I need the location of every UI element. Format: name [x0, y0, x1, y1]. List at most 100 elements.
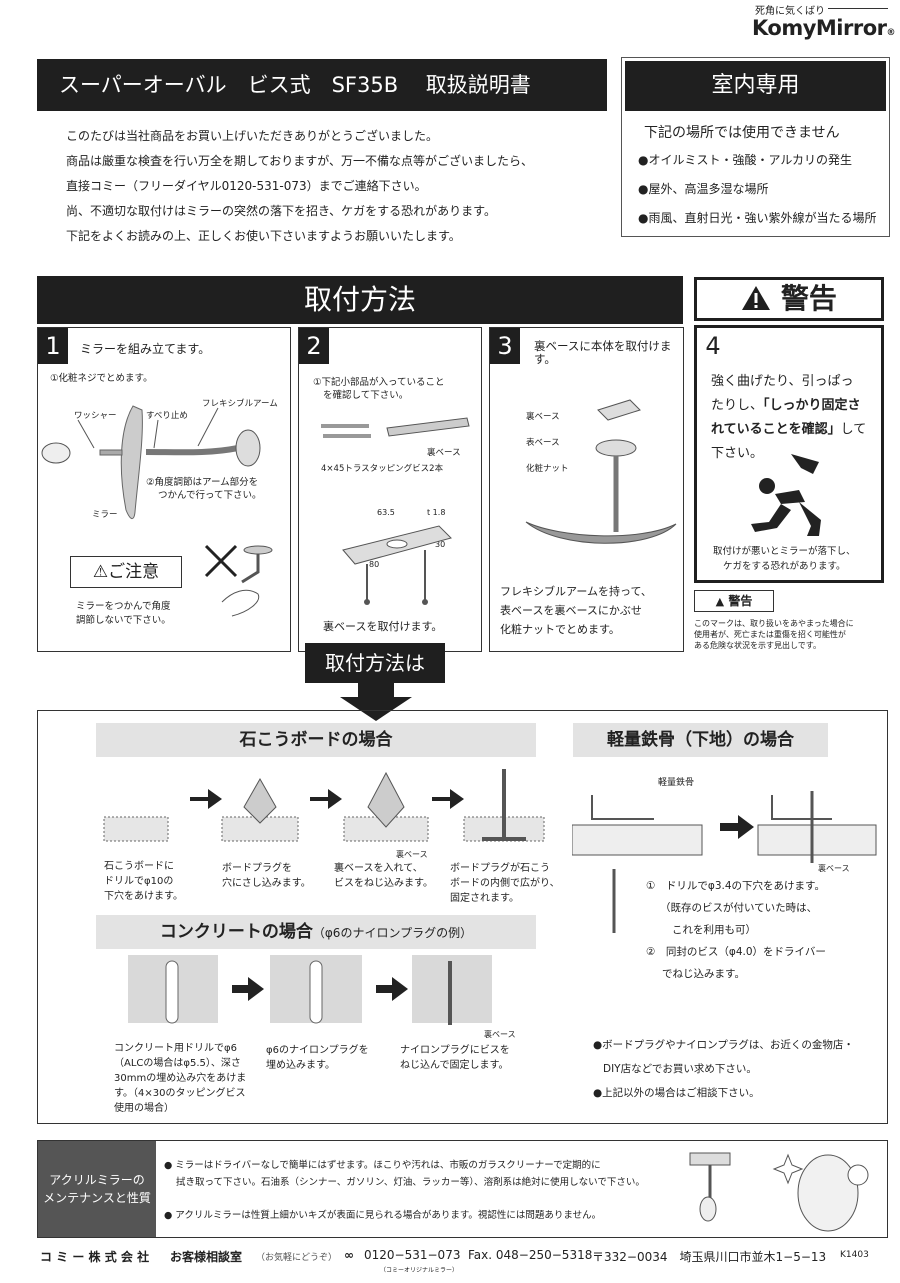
intro-line: 商品は厳重な検査を行い万全を期しておりますが、万一不備な点等がございましたら、	[66, 154, 534, 168]
steel-back-base-label: 裏ベース	[818, 864, 850, 873]
methods-banner: 取付方法は	[305, 643, 445, 683]
concrete-back-base-label: 裏ベース	[484, 1030, 516, 1039]
footer-company: コ ミ ー 株 式 会 社	[40, 1250, 150, 1264]
tagline-rule	[828, 8, 888, 9]
back-base-drawing	[342, 525, 452, 605]
parts-note-line: を確認して下さい。	[323, 390, 409, 401]
steel-label: 軽量鉄骨	[658, 778, 695, 788]
label-back-base: 裏ベース	[526, 412, 560, 422]
gypsum-caption-1: 石こうボードに ドリルでφ10の 下穴をあけます。	[104, 859, 183, 904]
caption-line: ケガをする恐れがあります。	[723, 561, 846, 572]
label-line: アクリルミラーの	[49, 1173, 145, 1187]
label-washer: ワッシャー	[74, 411, 117, 421]
dim-width: 63.5	[377, 508, 395, 517]
install-title: 取付方法	[37, 276, 683, 324]
caption-line: ドリルでφ10の	[104, 876, 174, 887]
caution-box: ⚠ご注意	[70, 556, 182, 588]
caption-line: 30mmの埋め込み穴をあけま	[114, 1073, 247, 1084]
caption-line: 固定されます。	[450, 893, 519, 904]
caption-line: 使用の場合）	[114, 1103, 174, 1114]
note-angle-line: つかんで行って下さい。	[158, 490, 262, 501]
caption-line: ナイロンプラグにビスを	[400, 1045, 510, 1056]
intro-line: このたびは当社商品をお買い上げいただきありがとうございました。	[66, 129, 439, 143]
step-1: 1 ミラーを組み立てます。 ①化粧ネジでとめます。 ワッシャー すべり止め フレ…	[37, 327, 291, 652]
caption-line: 化粧ナットでとめます。	[500, 623, 620, 636]
caption-line: 取付けが悪いとミラーが落下し、	[713, 546, 856, 557]
intro-text: このたびは当社商品をお買い上げいただきありがとうございました。 商品は厳重な検査…	[66, 124, 533, 249]
gypsum-steps-illustration	[103, 769, 545, 842]
caution-line: ミラーをつかんで角度	[76, 601, 171, 612]
caption-line: ねじ込んで固定します。	[400, 1060, 509, 1071]
mount-illustration	[525, 399, 677, 544]
freedial-icon: ∞	[344, 1248, 354, 1262]
footer-freedial: 0120−531−073	[364, 1248, 461, 1262]
indoor-title: 室内専用	[625, 61, 886, 111]
intro-line: 尚、不適切な取付けはミラーの突然の落下を招き、ケガをする恐れがあります。	[66, 204, 496, 218]
label-arm: フレキシブルアーム	[202, 399, 278, 409]
caution-title: ご注意	[108, 562, 160, 582]
text: 下さい。	[711, 446, 764, 461]
step-4: 4 強く曲げたり、引っぱっ たりし、「しっかり固定さ れていることを確認」して …	[694, 325, 884, 583]
footer-fax: Fax. 048−250−5318	[468, 1248, 593, 1262]
indoor-lead: 下記の場所では使用できません	[644, 125, 840, 141]
note-screw: ①化粧ネジでとめます。	[50, 373, 153, 384]
concrete-title: コンクリートの場合（φ6のナイロンプラグの例）	[96, 915, 536, 949]
step-4-text: 強く曲げたり、引っぱっ たりし、「しっかり固定さ れていることを確認」して 下さ…	[711, 370, 881, 466]
indoor-item: ●オイルミスト・強酸・アルカリの発生	[638, 153, 852, 167]
caution-line: 調節しないで下さい。	[76, 615, 171, 626]
concrete-title-sub: （φ6のナイロンプラグの例）	[312, 926, 473, 940]
steel-line: ① ドリルでφ3.4の下穴をあけます。	[646, 880, 825, 892]
caption-line: 埋め込みます。	[266, 1060, 335, 1071]
step-caption: 裏ベースを取付けます。	[323, 620, 443, 633]
footer-address: 〒332−0034 埼玉県川口市並木1−5−13	[592, 1250, 827, 1264]
intro-line: 下記をよくお読みの上、正しくお使い下さいますようお願いいたします。	[66, 229, 461, 243]
warning-title: 警告	[780, 282, 837, 315]
warning-header: 警告	[694, 277, 884, 321]
caption-line: ボードプラグが石こう	[450, 863, 550, 874]
caption-line: 石こうボードに	[104, 861, 174, 872]
label-stopper: すべり止め	[146, 411, 188, 421]
dim-length: 80	[369, 560, 380, 569]
concrete-caption-1: コンクリート用ドリルでφ6 （ALCの場合はφ5.5）、深さ 30mmの埋め込み…	[114, 1041, 246, 1116]
caption-line: フレキシブルアームを持って、	[500, 585, 652, 598]
warning-triangle-icon	[742, 286, 771, 310]
intro-line: 直接コミー（フリーダイヤル0120-531-073）までご連絡下さい。	[66, 179, 427, 193]
text-bold: れていることを確認」	[711, 422, 841, 437]
step-caption: フレキシブルアームを持って、 表ベースを裏ベースにかぶせ 化粧ナットでとめます。	[500, 582, 652, 639]
registered-mark: ®	[886, 28, 896, 38]
footer: コ ミ ー 株 式 会 社 お客様相談室 （お気軽にどうぞ） ∞ 0120−53…	[40, 1248, 900, 1278]
note-line: DIY店などでお買い求め下さい。	[603, 1063, 757, 1075]
label-mirror: ミラー	[92, 510, 118, 520]
indoor-box: 室内専用 下記の場所では使用できません ●オイルミスト・強酸・アルカリの発生 ●…	[621, 57, 890, 237]
maintenance-line: ● アクリルミラーは性質上細かいキズが表面に見られる場合があります。視認性には問…	[164, 1210, 602, 1221]
caption-line: （ALCの場合はφ5.5）、深さ	[114, 1058, 241, 1069]
maintenance-label: アクリルミラーの メンテナンスと性質	[38, 1141, 156, 1237]
step-2: 2 ①下記小部品が入っていること を確認して下さい。 裏ベース 4×45トラスタ…	[298, 327, 482, 652]
maintenance-line: 拭き取って下さい。石油系（シンナー、ガソリン、灯油、ラッカー等）、溶剤系は絶対に…	[176, 1177, 645, 1188]
steel-line: でねじ込みます。	[662, 968, 745, 980]
falling-person-icon	[751, 454, 821, 536]
maintenance-line: ● ミラーはドライバーなしで簡単にはずせます。ほこりや汚れは、市販のガラスクリー…	[164, 1160, 601, 1171]
warning-explanation: このマークは、取り扱いをあやまった場合に 使用者が、死亡または重傷を招く可能性が…	[694, 618, 854, 651]
step-number: 4	[697, 328, 729, 364]
no-grab-mirror-icon	[204, 544, 273, 617]
text-bold: 「しっかり固定さ	[763, 398, 861, 413]
text: たりし、	[711, 398, 764, 413]
steel-line: ② 同封のビス（φ4.0）をドライバー	[646, 946, 826, 958]
caption-line: ボードの内側で広がり、	[450, 878, 560, 889]
gypsum-caption-3: 裏ベースを入れて、 ビスをねじ込みます。	[334, 861, 433, 891]
footer-freedial-sub: （コミーオリジナルミラー）	[380, 1267, 459, 1274]
note-line: ●ボードプラグやナイロンプラグは、お近くの金物店・	[593, 1039, 854, 1051]
label-line: メンテナンスと性質	[43, 1191, 151, 1205]
mirror-assembly-illustration	[41, 405, 261, 519]
label-nut: 化粧ナット	[526, 464, 569, 474]
methods-notes: ●ボードプラグやナイロンプラグは、お近くの金物店・ DIY店などでお買い求め下さ…	[593, 1033, 854, 1105]
brand-name: KomyMirror	[752, 16, 887, 40]
caution-text: ミラーをつかんで角度 調節しないで下さい。	[76, 600, 171, 628]
steel-illustration	[572, 791, 877, 933]
gypsum-title: 石こうボードの場合	[96, 723, 536, 757]
brand-tagline: 死角に気くばり	[755, 6, 825, 17]
step-number: 2	[299, 328, 329, 364]
footer-consult: お客様相談室	[170, 1250, 243, 1264]
indoor-item: ●雨風、直射日光・強い紫外線が当たる場所	[638, 211, 877, 225]
